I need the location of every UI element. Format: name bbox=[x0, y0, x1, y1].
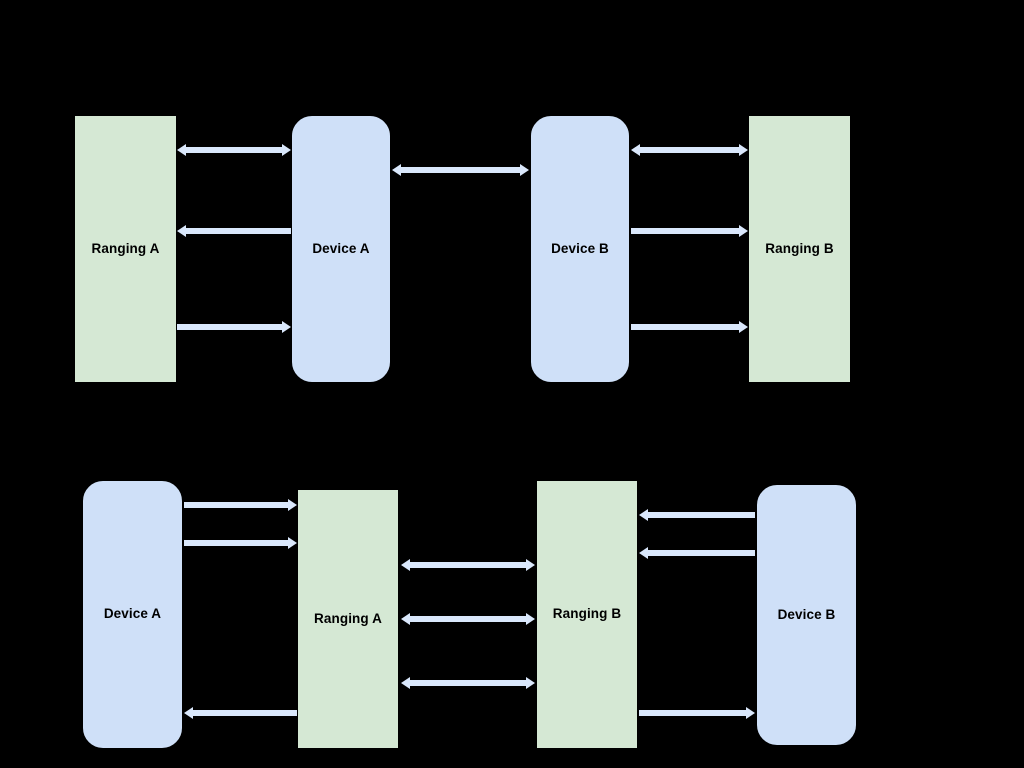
arrowhead-left-icon bbox=[392, 164, 401, 176]
node-bot-device-a[interactable]: Device A bbox=[83, 481, 182, 748]
edge-bot-edge-4-both bbox=[401, 559, 535, 571]
arrowhead-left-icon bbox=[184, 707, 193, 719]
node-label-top-device-b: Device B bbox=[551, 240, 609, 256]
edge-top-edge-1-both bbox=[177, 144, 291, 156]
arrowhead-right-icon bbox=[526, 613, 535, 625]
node-label-top-device-a: Device A bbox=[312, 240, 370, 256]
node-top-device-b[interactable]: Device B bbox=[531, 116, 629, 382]
edge-top-edge-5-both bbox=[631, 144, 748, 156]
arrowhead-right-icon bbox=[520, 164, 529, 176]
node-label-bot-ranging-a: Ranging A bbox=[314, 610, 382, 626]
edge-bot-edge-1-right bbox=[184, 499, 297, 511]
arrowhead-right-icon bbox=[739, 321, 748, 333]
arrowhead-right-icon bbox=[282, 144, 291, 156]
node-bot-ranging-b[interactable]: Ranging B bbox=[537, 481, 637, 748]
edge-top-edge-6-right bbox=[631, 225, 748, 237]
node-bot-ranging-a[interactable]: Ranging A bbox=[298, 490, 398, 748]
node-label-bot-ranging-b: Ranging B bbox=[552, 606, 622, 622]
node-top-ranging-a[interactable]: Ranging A bbox=[75, 116, 176, 382]
arrowhead-right-icon bbox=[282, 321, 291, 333]
node-bot-device-b[interactable]: Device B bbox=[757, 485, 856, 745]
edge-bot-edge-2-right bbox=[184, 537, 297, 549]
arrowhead-right-icon bbox=[739, 144, 748, 156]
arrowhead-left-icon bbox=[639, 547, 648, 559]
arrowhead-right-icon bbox=[288, 537, 297, 549]
edge-bot-edge-3-left bbox=[184, 707, 297, 719]
node-label-top-ranging-b: Ranging B bbox=[765, 240, 834, 256]
edge-bot-edge-7-left bbox=[639, 509, 755, 521]
node-label-bot-device-b: Device B bbox=[777, 606, 836, 622]
arrowhead-left-icon bbox=[177, 225, 186, 237]
arrowhead-left-icon bbox=[401, 559, 410, 571]
arrowhead-right-icon bbox=[739, 225, 748, 237]
arrowhead-left-icon bbox=[631, 144, 640, 156]
node-top-ranging-b[interactable]: Ranging B bbox=[749, 116, 850, 382]
node-label-top-ranging-a: Ranging A bbox=[91, 240, 160, 256]
edge-top-edge-7-right bbox=[631, 321, 748, 333]
arrowhead-left-icon bbox=[639, 509, 648, 521]
arrowhead-left-icon bbox=[401, 613, 410, 625]
edge-bot-edge-5-both bbox=[401, 613, 535, 625]
node-label-bot-device-a: Device A bbox=[103, 606, 162, 622]
edge-top-edge-3-right bbox=[177, 321, 291, 333]
edge-top-edge-4-both bbox=[392, 164, 529, 176]
edge-top-edge-2-left bbox=[177, 225, 291, 237]
arrowhead-right-icon bbox=[746, 707, 755, 719]
arrowhead-right-icon bbox=[526, 677, 535, 689]
arrowhead-left-icon bbox=[177, 144, 186, 156]
arrowhead-left-icon bbox=[401, 677, 410, 689]
arrowhead-right-icon bbox=[526, 559, 535, 571]
arrowhead-right-icon bbox=[288, 499, 297, 511]
edge-bot-edge-8-left bbox=[639, 547, 755, 559]
edge-bot-edge-6-both bbox=[401, 677, 535, 689]
node-top-device-a[interactable]: Device A bbox=[292, 116, 390, 382]
edge-bot-edge-9-right bbox=[639, 707, 755, 719]
